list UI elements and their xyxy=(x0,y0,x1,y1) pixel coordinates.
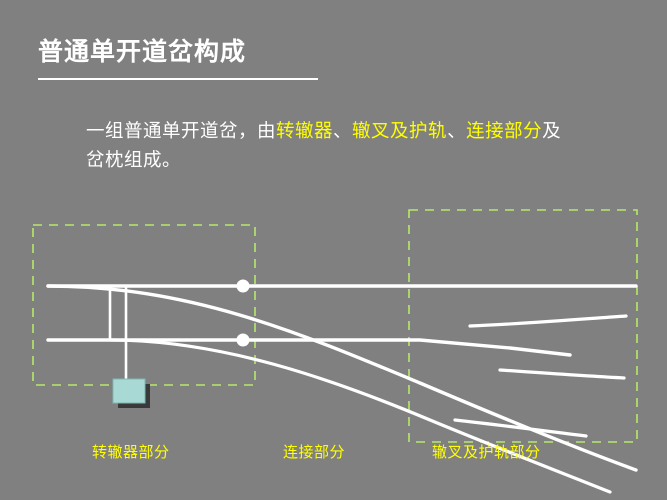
zone-label-frog-guardrail: 辙叉及护轨部分 xyxy=(432,443,541,461)
point-marker-lower xyxy=(236,333,250,347)
turnout-diagram: 转辙器部分 连接部分 辙叉及护轨部分 xyxy=(0,198,667,500)
rail-main-straight-lower xyxy=(46,338,572,357)
paragraph-highlight-connection: 连接部分 xyxy=(466,121,543,142)
zone-label-switch: 转辙器部分 xyxy=(92,443,170,461)
paragraph-segment-1: 一组普通单开道岔，由 xyxy=(86,121,277,142)
title-underline xyxy=(38,78,318,80)
rail-guardrail-lower xyxy=(453,418,588,438)
switch-machine-box xyxy=(112,378,146,404)
paragraph-highlight-switch: 转辙器 xyxy=(276,121,334,142)
zone-label-connection: 连接部分 xyxy=(283,443,346,461)
body-paragraph: 一组普通单开道岔，由转辙器、辙叉及护轨、连接部分及岔枕组成。 xyxy=(86,118,566,175)
paragraph-highlight-frog: 辙叉及护轨 xyxy=(352,121,448,142)
rail-frog-upper-wing xyxy=(468,314,628,328)
paragraph-segment-3: 、 xyxy=(333,121,353,142)
point-marker-upper xyxy=(236,279,250,293)
rail-frog-lower-wing xyxy=(498,368,626,380)
paragraph-segment-5: 、 xyxy=(447,121,467,142)
paragraph-segment-7: 及岔枕组成。 xyxy=(86,121,562,171)
page-title: 普通单开道岔构成 xyxy=(38,37,318,80)
dashed-box-switch-zone xyxy=(32,224,256,386)
rail-diverging-inner xyxy=(108,338,612,494)
rail-diverging-outer xyxy=(46,284,638,472)
page-title-text: 普通单开道岔构成 xyxy=(38,37,247,66)
dashed-box-frog-zone xyxy=(408,209,638,443)
